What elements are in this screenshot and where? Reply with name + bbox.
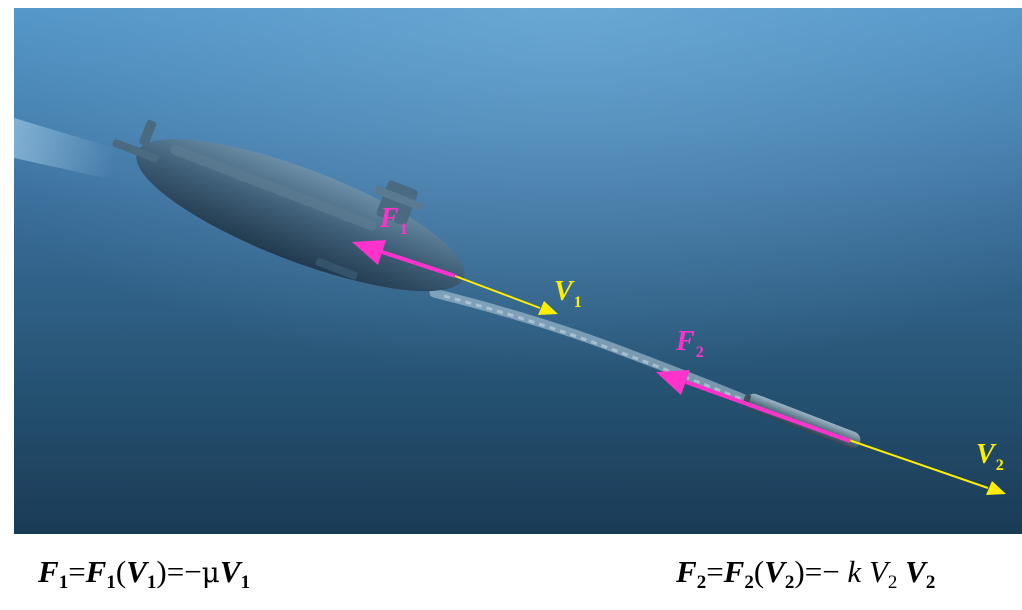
surface-light — [14, 8, 1022, 534]
label-f1: F1 — [379, 203, 408, 238]
underwater-scene: F1 V1 F2 V2 — [14, 8, 1022, 534]
velocity-arrow-2 — [848, 439, 1006, 495]
formula-f2: F2=F2(V2)=− k V2 V2 — [676, 554, 936, 593]
label-f2: F2 — [675, 326, 704, 361]
submarine-wake — [14, 118, 114, 180]
force-arrow-2 — [656, 370, 851, 443]
label-v1: V1 — [554, 276, 582, 311]
formula-f1: F1=F1(V1)=−μV1 — [38, 554, 251, 593]
label-v2: V2 — [976, 439, 1004, 474]
velocity-arrow-1 — [454, 275, 558, 315]
force-arrow-1 — [352, 240, 456, 278]
torpedo-bubble-trail — [429, 288, 759, 408]
